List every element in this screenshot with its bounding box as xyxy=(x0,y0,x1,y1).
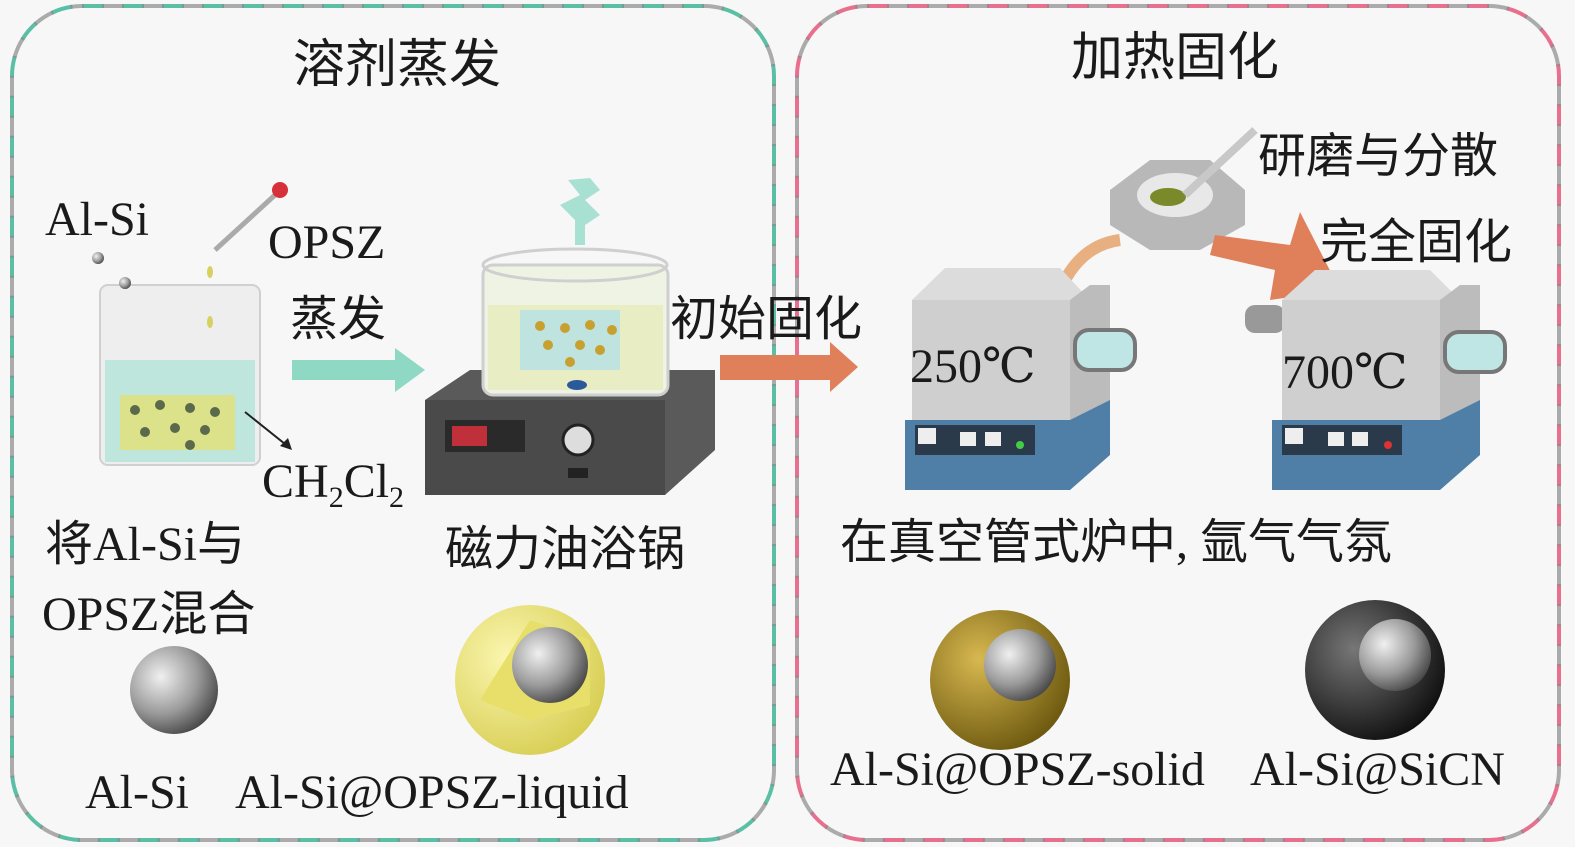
full-cure-label: 完全固化 xyxy=(1320,216,1512,269)
temperature-250-label: 250℃ xyxy=(910,340,1036,393)
alsi-label: Al-Si xyxy=(45,193,149,246)
alsi-opsz-solid-particle-icon xyxy=(930,610,1070,750)
right-panel-title: 加热固化 xyxy=(1071,30,1279,87)
grind-label: 研磨与分散 xyxy=(1258,130,1498,183)
initial-cure-arrow-icon xyxy=(720,342,858,392)
solvent-formula: CH2Cl2 xyxy=(262,455,404,514)
left-panel-border xyxy=(10,4,776,842)
mix-label-line1: 将Al-Si与 xyxy=(45,518,245,571)
initial-cure-label: 初始固化 xyxy=(670,293,862,346)
particle-label-alsi: Al-Si xyxy=(85,766,189,819)
mixing-beaker-icon xyxy=(92,252,261,466)
alsi-opsz-liquid-particle-icon xyxy=(455,605,605,755)
temperature-700-label: 700℃ xyxy=(1282,346,1408,399)
furnace-atmosphere-label: 在真空管式炉中, 氩气气氛 xyxy=(840,516,1392,569)
pointer-line xyxy=(244,411,291,449)
particle-label-alsi-opsz-solid: Al-Si@OPSZ-solid xyxy=(830,743,1205,796)
dropper-icon xyxy=(207,182,288,328)
evaporate-arrow-icon xyxy=(292,348,425,392)
magnetic-oil-bath-icon xyxy=(425,178,715,495)
oil-bath-label: 磁力油浴锅 xyxy=(445,523,685,576)
vapor-arrow-icon xyxy=(560,178,600,245)
mix-label-line2: OPSZ混合 xyxy=(42,588,255,641)
tube-furnace-700-icon xyxy=(1245,270,1507,490)
pointer-arrowhead-icon xyxy=(280,438,292,450)
right-panel-border xyxy=(795,4,1561,842)
mortar-pestle-icon xyxy=(1110,127,1258,250)
particle-label-alsi-opsz-liquid: Al-Si@OPSZ-liquid xyxy=(235,766,629,819)
particle-label-alsi-sicn: Al-Si@SiCN xyxy=(1250,743,1505,796)
tube-furnace-250-icon xyxy=(905,268,1137,490)
opsz-label: OPSZ xyxy=(268,216,385,269)
alsi-sicn-particle-icon xyxy=(1305,600,1445,740)
left-panel-title: 溶剂蒸发 xyxy=(293,37,501,94)
alsi-particle-icon xyxy=(130,646,218,734)
evaporate-label: 蒸发 xyxy=(290,293,386,346)
